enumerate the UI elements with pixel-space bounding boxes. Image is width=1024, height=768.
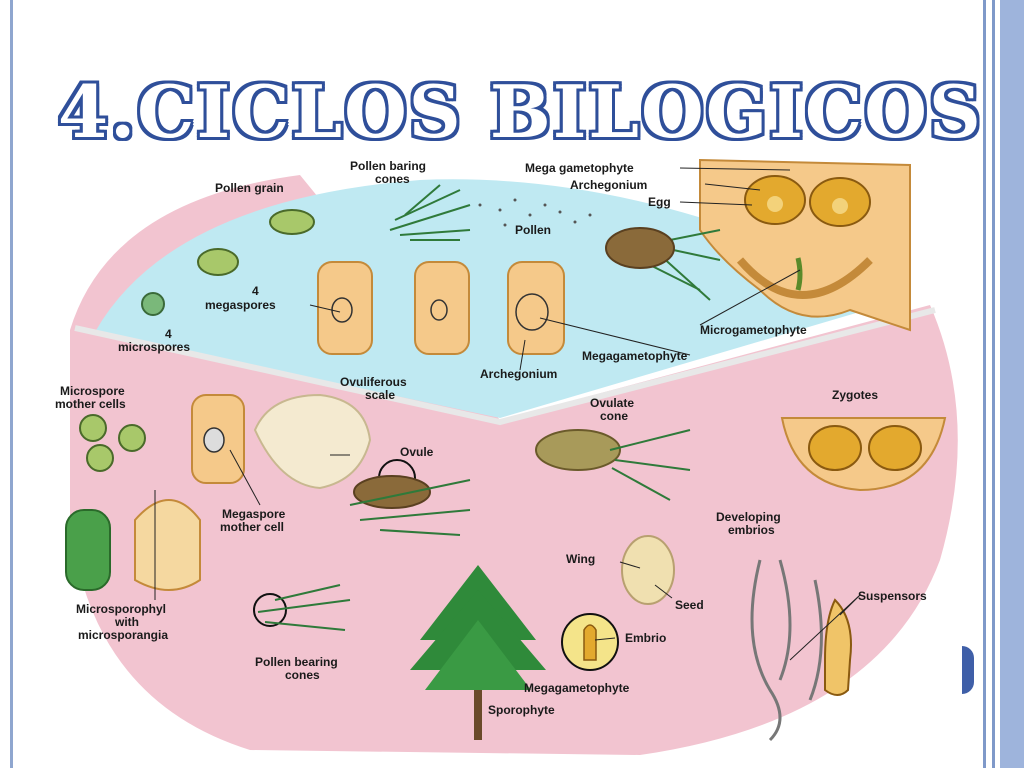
label-ovuliferous: Ovuliferous <box>340 375 407 389</box>
ovuliferous-scale-1 <box>317 261 373 355</box>
slide-right-rule-1 <box>983 0 986 768</box>
pollen-cone-highlight-circle <box>253 593 287 627</box>
label-ovuliferous-scale: scale <box>365 388 395 402</box>
label-pollen-grain: Pollen grain <box>215 181 284 195</box>
label-microgametophyte: Microgametophyte <box>700 323 807 337</box>
label-microspore-mother-2: mother cells <box>55 397 126 411</box>
label-mega-gametophyte: Mega gametophyte <box>525 161 634 175</box>
label-microspores-count: 4 <box>165 327 172 341</box>
sporophyte-tree <box>410 565 546 740</box>
label-leader-lines <box>154 167 861 661</box>
pollen-bearing-branch-bottom <box>257 584 351 631</box>
megaspore-mother-cell-scale <box>191 394 245 484</box>
label-archegonium-top: Archegonium <box>570 178 647 192</box>
winged-seed <box>621 535 675 605</box>
ovulate-branch-right <box>609 429 691 501</box>
label-wing: Wing <box>566 552 595 566</box>
label-microsporophyl-with: with <box>114 615 139 629</box>
label-developing: Developing <box>716 510 781 524</box>
slide-right-rule-2 <box>992 0 995 768</box>
ovuliferous-scale-3 <box>507 261 565 355</box>
label-egg: Egg <box>648 195 671 209</box>
label-pollen: Pollen <box>515 223 551 237</box>
label-microsporangia: microsporangia <box>78 628 168 642</box>
label-megagametophyte-bottom: Megagametophyte <box>524 681 630 695</box>
label-pollen-baring-cones-2: cones <box>375 172 410 186</box>
slide-right-band <box>1000 0 1024 768</box>
suspensor-embryo <box>824 598 852 696</box>
label-sporophyte: Sporophyte <box>488 703 555 717</box>
label-microspore-mother-1: Microspore <box>60 384 125 398</box>
slide-title: 4.CICLOS BILOGICOS <box>58 69 983 154</box>
label-megagametophyte-top: Megagametophyte <box>582 349 688 363</box>
ovule-cone-section <box>253 393 372 490</box>
label-archegonium-mid: Archegonium <box>480 367 557 381</box>
label-pollen-baring-cones-1: Pollen baring <box>350 159 426 173</box>
microsporangia-section <box>65 509 111 591</box>
developing-embryos <box>750 559 823 742</box>
label-microsporophyl: Microsporophyl <box>76 602 166 616</box>
label-seed: Seed <box>675 598 704 612</box>
diagram-labels: Pollen grain Pollen baring cones Mega ga… <box>55 159 927 717</box>
label-ovulate-cone: cone <box>600 409 628 423</box>
pollen-grain-images <box>141 209 315 316</box>
microsporophyll-cone <box>134 499 201 591</box>
zygote-right <box>868 425 922 471</box>
label-suspensors: Suspensors <box>858 589 927 603</box>
microspore-mother-cells <box>79 414 146 472</box>
pollen-dots <box>478 198 592 227</box>
label-megaspore-mother-1: Megaspore <box>222 507 286 521</box>
label-pollen-bearing-2: cones <box>285 668 320 682</box>
label-megaspore-mother-2: mother cell <box>220 520 284 534</box>
zygote-left <box>808 425 862 471</box>
label-embrio: Embrio <box>625 631 666 645</box>
phase-divider <box>74 307 936 426</box>
label-megaspores-count: 4 <box>252 284 259 298</box>
label-pollen-bearing-1: Pollen bearing <box>255 655 338 669</box>
label-ovule: Ovule <box>400 445 434 459</box>
haploid-phase-region <box>95 179 900 418</box>
ovulate-branch-mid <box>349 479 471 536</box>
label-zygotes: Zygotes <box>832 388 878 402</box>
pollen-cone-branch-top <box>389 184 471 241</box>
ovulate-cone-top <box>605 227 675 269</box>
slide-left-rule <box>10 0 13 768</box>
ovuliferous-scale-2 <box>414 261 470 355</box>
label-microspores: microspores <box>118 340 190 354</box>
ovulate-cone-mid <box>353 475 431 509</box>
label-megaspores: megaspores <box>205 298 276 312</box>
label-ovulate: Ovulate <box>590 396 634 410</box>
label-developing-embrios: embrios <box>728 523 775 537</box>
slide-tab-marker <box>962 646 974 694</box>
ovulate-cone-right <box>535 429 621 471</box>
